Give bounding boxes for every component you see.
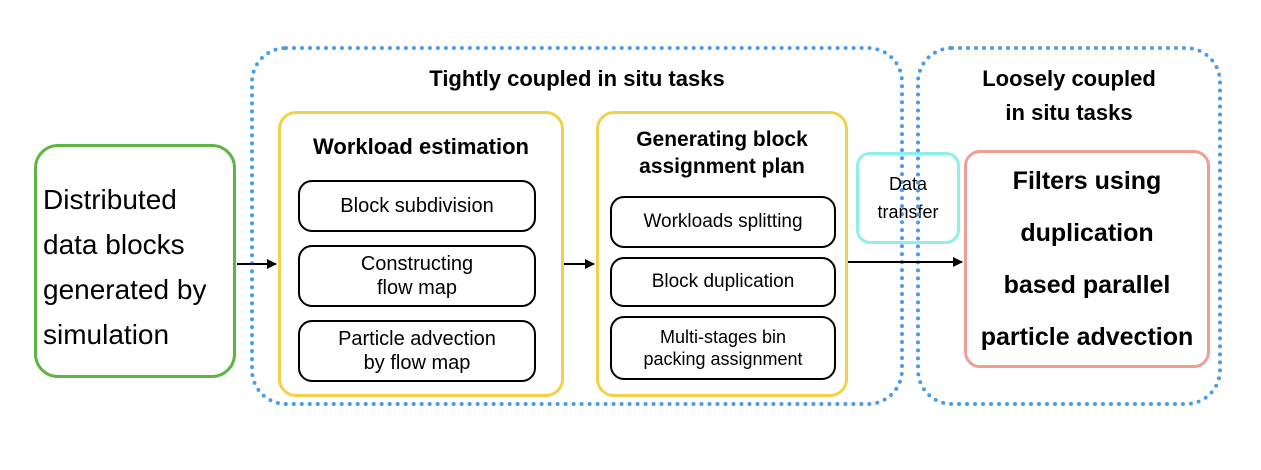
bin-packing-box: Multi-stages bin packing assignment bbox=[610, 316, 836, 380]
workload-estimation-title: Workload estimation bbox=[313, 134, 529, 159]
assignment-plan-panel bbox=[596, 111, 848, 397]
particle-advection-box: Particle advection by flow map bbox=[298, 320, 536, 382]
input-data-label: Distributed data blocks generated by sim… bbox=[43, 184, 207, 350]
block-duplication-box: Block duplication bbox=[610, 257, 836, 307]
loosely-coupled-title: Loosely coupled in situ tasks bbox=[982, 66, 1156, 125]
filters-line-1: Filters using bbox=[1012, 167, 1162, 195]
assignment-plan-title: Generating block assignment plan bbox=[636, 128, 808, 178]
tightly-coupled-title: Tightly coupled in situ tasks bbox=[429, 66, 725, 91]
tightly-coupled-group bbox=[250, 46, 904, 406]
input-data-box: Distributed data blocks generated by sim… bbox=[34, 144, 236, 378]
workload-estimation-panel bbox=[278, 111, 564, 397]
filters-line-2: duplication bbox=[1020, 219, 1154, 247]
workloads-splitting-box: Workloads splitting bbox=[610, 196, 836, 248]
constructing-flow-map-box: Constructing flow map bbox=[298, 245, 536, 307]
filters-box: Filters using duplication based parallel… bbox=[964, 150, 1210, 368]
filters-line-3: based parallel bbox=[1003, 271, 1171, 299]
filters-line-4: particle advection bbox=[980, 323, 1194, 351]
loosely-coupled-group bbox=[916, 46, 1222, 406]
block-subdivision-box: Block subdivision bbox=[298, 180, 536, 232]
